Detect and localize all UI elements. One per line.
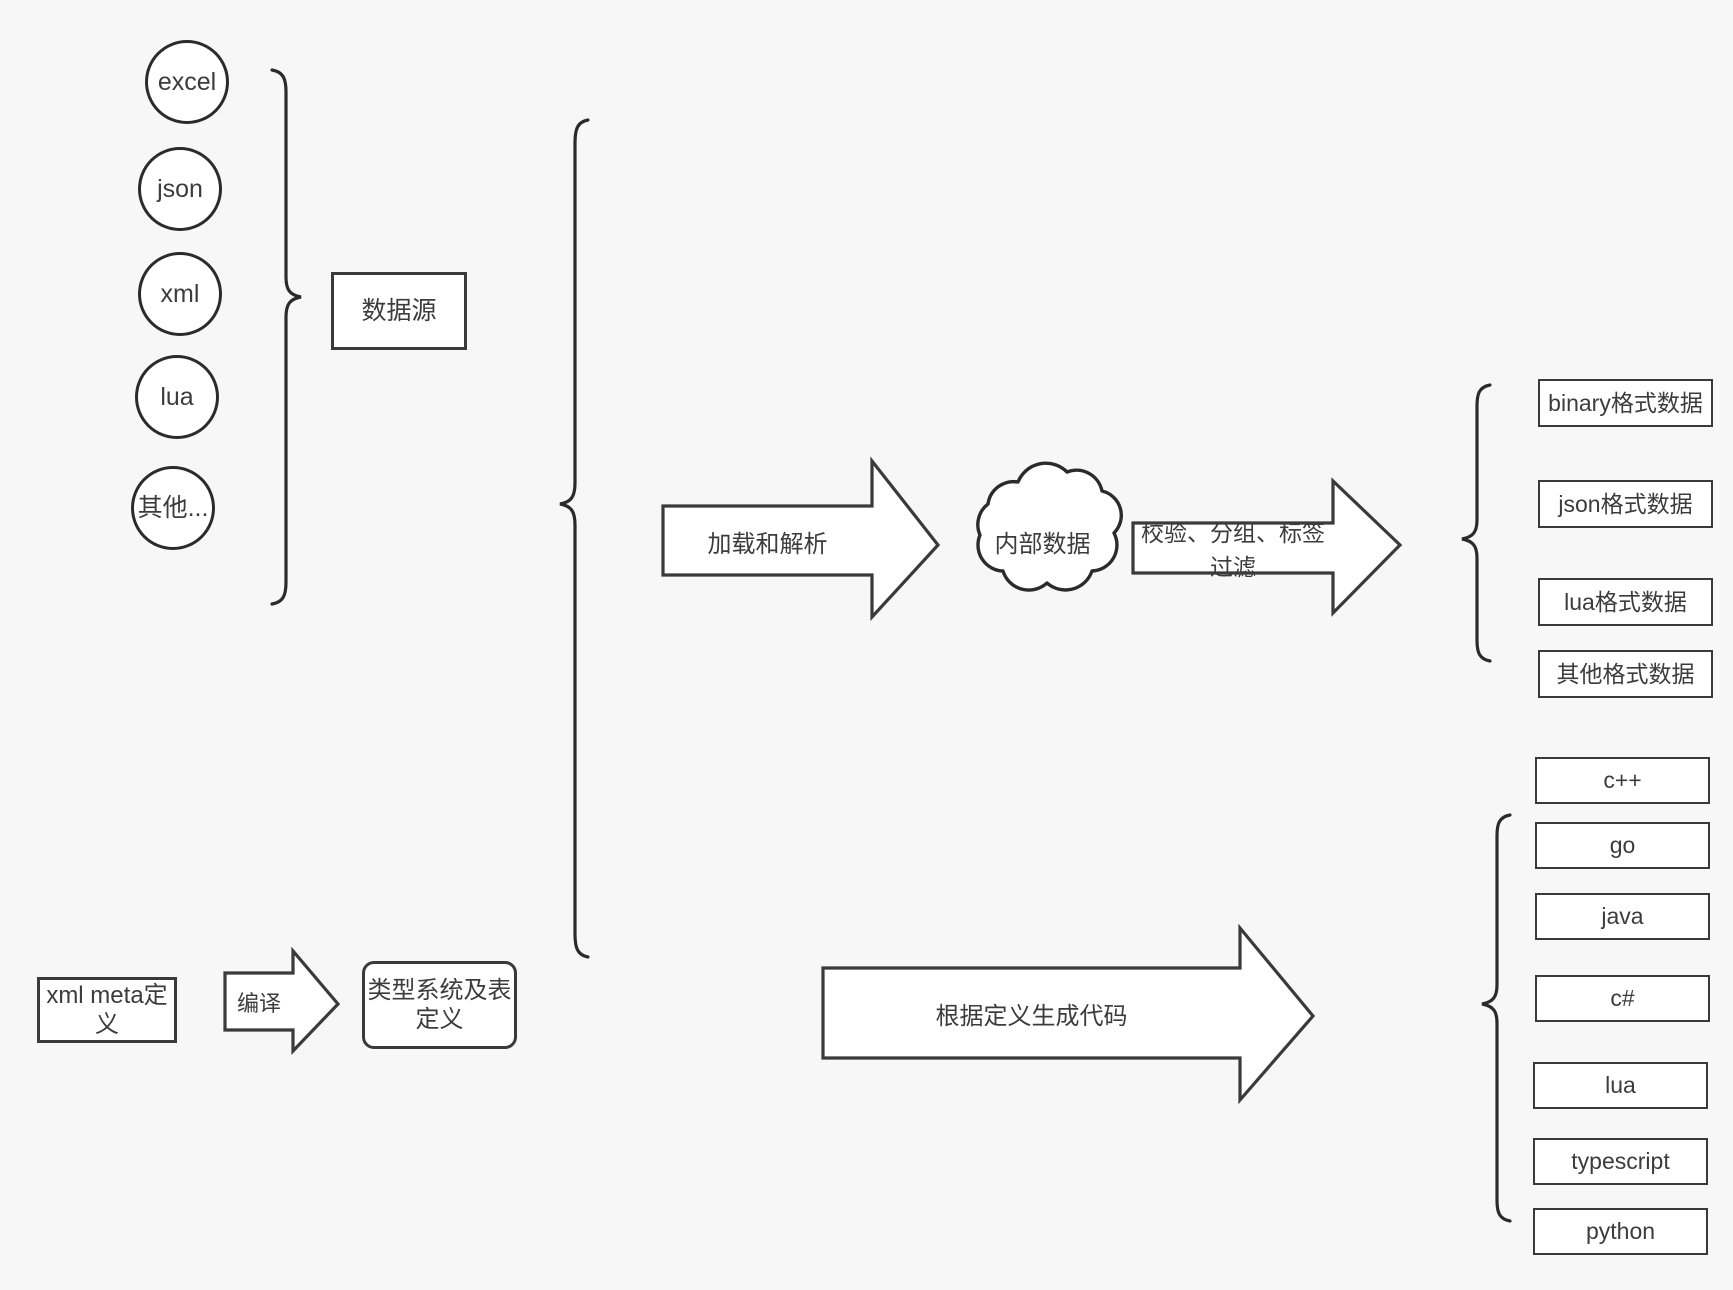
language-box-lua[interactable]: lua [1533,1062,1708,1109]
output-format-label: binary格式数据 [1548,389,1703,416]
codegen-arrow [821,923,1316,1105]
language-box-csharp[interactable]: c# [1535,975,1710,1022]
sources-brace [270,68,302,606]
language-label: java [1601,903,1644,930]
language-label: go [1609,832,1636,859]
output-format-label: 其他格式数据 [1556,660,1695,687]
output-format-box-json[interactable]: json格式数据 [1538,480,1713,528]
output-format-box-lua[interactable]: lua格式数据 [1538,578,1713,626]
xml-meta-label: xml meta定 义 [46,981,168,1038]
language-label: python [1585,1218,1656,1245]
pipeline-input-brace [559,118,590,959]
source-label: 其他... [137,493,209,522]
output-format-box-other[interactable]: 其他格式数据 [1538,650,1713,698]
internal-data-cloud [976,461,1123,592]
output-format-label: lua格式数据 [1564,588,1687,615]
data-source-label: 数据源 [361,296,437,325]
languages-brace [1481,813,1512,1223]
language-label: typescript [1571,1148,1670,1175]
type-system-label: 类型系统及表 定义 [367,976,512,1033]
source-label: xml [160,279,200,308]
filter-arrow [1131,477,1403,617]
data-formats-brace [1461,383,1492,663]
source-label: lua [160,382,194,411]
source-node-json[interactable]: json [138,147,222,231]
output-format-box-binary[interactable]: binary格式数据 [1538,379,1713,427]
language-label: lua [1605,1072,1636,1099]
data-source-box[interactable]: 数据源 [331,272,467,350]
source-label: excel [157,67,217,96]
xml-meta-box[interactable]: xml meta定 义 [37,977,177,1043]
internal-data-text: 内部数据 [994,530,1091,558]
language-label: c# [1610,985,1635,1012]
language-box-cpp[interactable]: c++ [1535,757,1710,804]
source-node-other[interactable]: 其他... [131,466,215,550]
source-node-excel[interactable]: excel [145,40,229,124]
language-box-java[interactable]: java [1535,893,1710,940]
source-node-xml[interactable]: xml [138,252,222,336]
source-node-lua[interactable]: lua [135,355,219,439]
language-box-typescript[interactable]: typescript [1533,1138,1708,1185]
language-box-go[interactable]: go [1535,822,1710,869]
source-label: json [157,174,203,203]
language-label: c++ [1603,767,1642,794]
language-box-python[interactable]: python [1533,1208,1708,1255]
type-system-box[interactable]: 类型系统及表 定义 [362,961,517,1049]
compile-arrow [223,946,341,1055]
internal-data-label: 内部数据 [985,520,1100,562]
output-format-label: json格式数据 [1558,490,1693,517]
load-parse-arrow [661,456,941,622]
